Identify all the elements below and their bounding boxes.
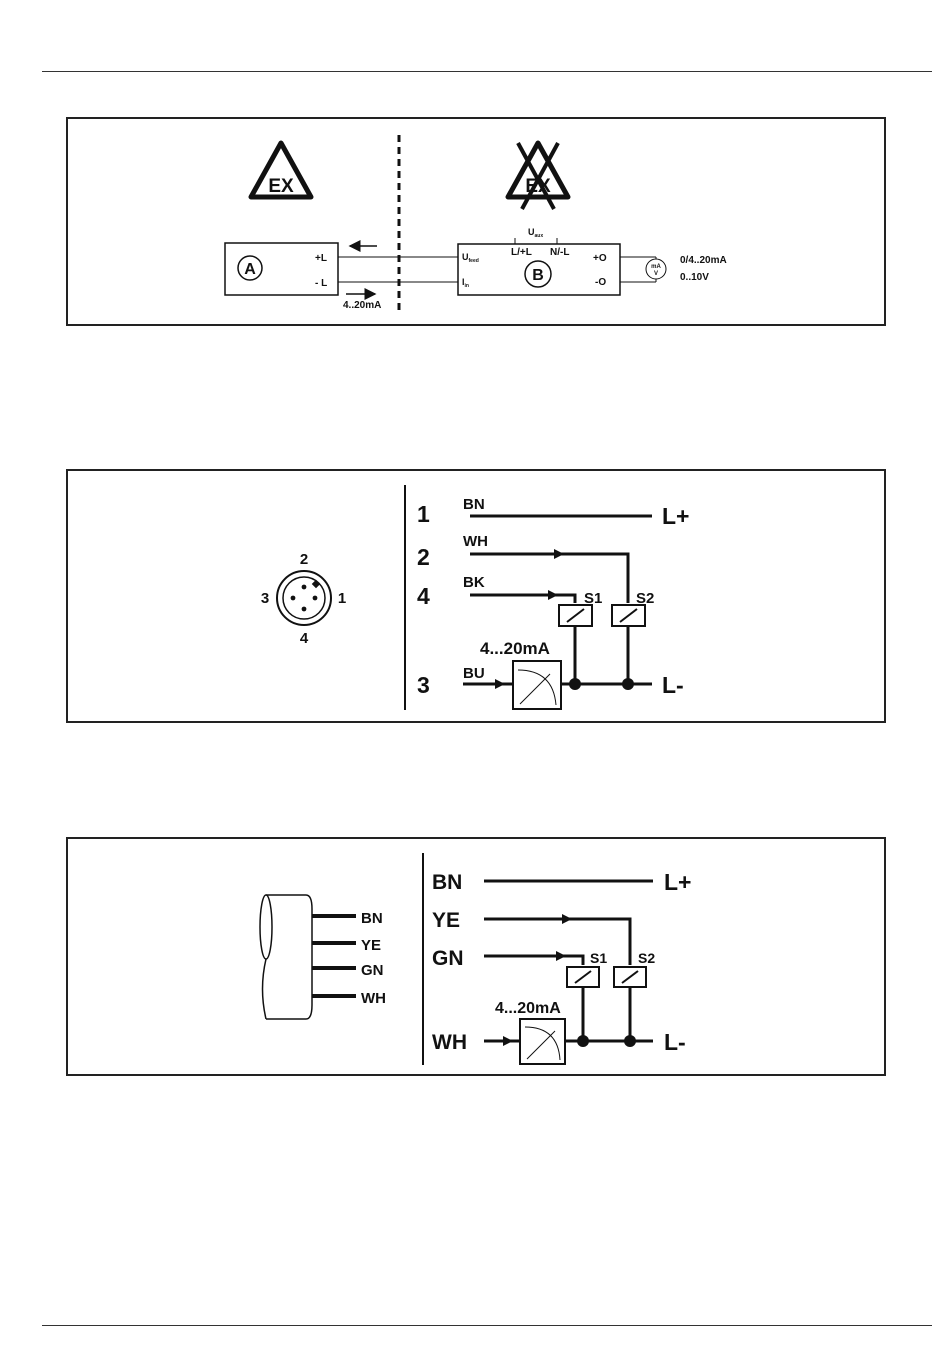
l-plus-terminal: L/+L — [511, 247, 532, 258]
connector-wiring-diagram: 2 3 1 4 1 2 4 3 BN WH BK BU L+ S1 S2 — [68, 471, 888, 725]
wire-color-bk: BK — [463, 574, 485, 591]
connector-wiring-panel: 2 3 1 4 1 2 4 3 BN WH BK BU L+ S1 S2 — [66, 469, 886, 723]
n-minus-terminal: N/-L — [550, 247, 569, 258]
svg-text:mA: mA — [651, 264, 661, 270]
wire-pin-2: 2 — [417, 544, 430, 570]
l-minus-label: L- — [662, 672, 684, 698]
l-plus-label: L+ — [662, 503, 689, 529]
switch-s1-label: S1 — [584, 590, 602, 607]
pin-label-4: 4 — [300, 630, 309, 647]
output-current-range: 0/4..20mA — [680, 255, 727, 266]
wire-pin-4: 4 — [417, 583, 430, 609]
wire-wh: WH — [432, 1031, 467, 1054]
wire-pin-3: 3 — [417, 672, 430, 698]
pin-label-2: 2 — [300, 551, 308, 568]
wire-pin-1: 1 — [417, 501, 430, 527]
output-voltage-range: 0..10V — [680, 272, 709, 283]
bottom-rule — [42, 1325, 932, 1326]
device-a-label: A — [244, 261, 256, 278]
ex-barrier-wiring-panel: EX EX A +L - L 4..20mA B Uaux L/+L N/-L — [66, 117, 886, 326]
cable-wire-gn: GN — [361, 962, 384, 979]
current-meter-icon — [513, 661, 561, 709]
ex-label: EX — [268, 176, 294, 197]
l-plus-label: L+ — [664, 869, 691, 895]
current-output-label: 4...20mA — [495, 1000, 561, 1017]
non-ex-warning-icon: EX — [508, 143, 568, 209]
cable-wiring-panel: BN YE GN WH BN YE GN WH L+ S1 S2 4...20m… — [66, 837, 886, 1076]
current-meter-icon — [520, 1019, 565, 1064]
switch-s1-label: S1 — [590, 950, 607, 966]
current-output-label: 4...20mA — [480, 639, 550, 658]
current-label: 4..20mA — [343, 300, 381, 311]
out-minus-terminal: -O — [595, 277, 606, 288]
cable-wire-bn: BN — [361, 910, 383, 927]
device-a-plus-terminal: +L — [315, 253, 327, 264]
device-b-label: B — [532, 267, 544, 284]
ex-warning-icon: EX — [251, 143, 311, 197]
top-rule — [42, 71, 932, 72]
switch-s2-label: S2 — [638, 950, 655, 966]
pin-label-1: 1 — [338, 590, 346, 607]
wire-bn: BN — [432, 871, 462, 894]
wire-gn: GN — [432, 947, 464, 970]
switch-s2-label: S2 — [636, 590, 654, 607]
wire-color-bu: BU — [463, 665, 485, 682]
pin-label-3: 3 — [261, 590, 269, 607]
out-plus-terminal: +O — [593, 253, 607, 264]
m12-connector-icon — [277, 571, 331, 625]
ex-barrier-diagram: EX EX A +L - L 4..20mA B Uaux L/+L N/-L — [68, 119, 888, 328]
u-aux-label: Uaux — [528, 227, 543, 239]
wire-color-wh: WH — [463, 533, 488, 550]
cable-end-icon — [260, 895, 312, 1019]
cable-wire-wh: WH — [361, 990, 386, 1007]
cable-wiring-diagram: BN YE GN WH BN YE GN WH L+ S1 S2 4...20m… — [68, 839, 888, 1078]
device-a-minus-terminal: - L — [315, 278, 327, 289]
cable-wire-ye: YE — [361, 937, 381, 954]
wire-ye: YE — [432, 909, 460, 932]
wire-color-bn: BN — [463, 496, 485, 513]
svg-text:V: V — [654, 271, 658, 277]
l-minus-label: L- — [664, 1029, 686, 1055]
